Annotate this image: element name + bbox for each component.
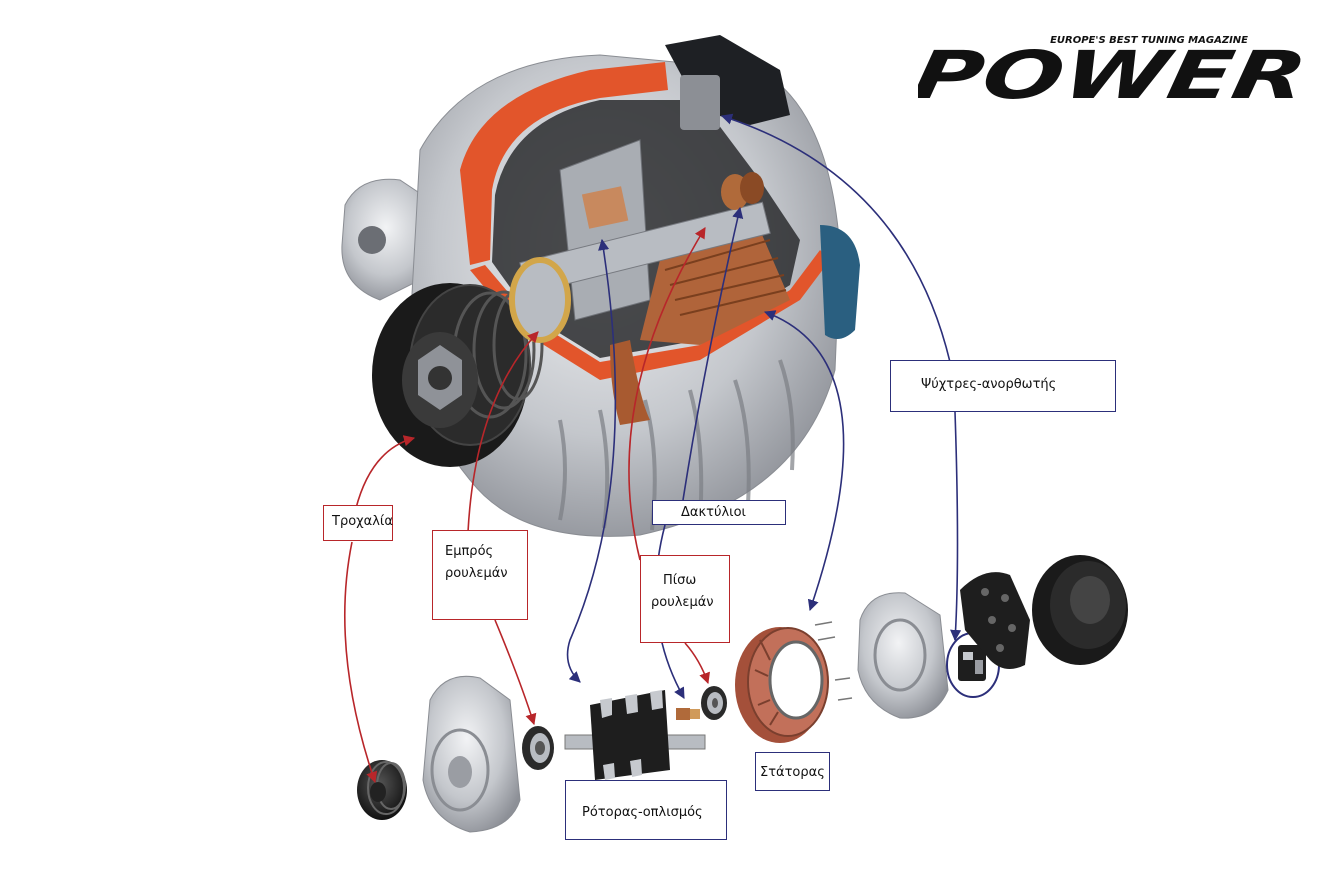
logo-tagline: EUROPE'S BEST TUNING MAGAZINE	[1050, 35, 1248, 46]
slip-rings	[721, 172, 764, 210]
power-magazine-logo: EUROPE'S BEST TUNING MAGAZINE POWER	[918, 35, 1313, 110]
label-rings: Δακτύλιοι	[652, 500, 786, 525]
brush-holder	[559, 139, 651, 321]
exploded-components	[357, 555, 1128, 833]
rectifier-arrow-up	[720, 113, 951, 363]
rear-bearing-arrow-down	[684, 642, 710, 685]
pulley	[372, 283, 544, 467]
rear-cap	[820, 225, 860, 339]
alternator-cutaway	[341, 35, 860, 537]
exploded-front-housing	[422, 675, 521, 833]
rotor-arrow	[566, 238, 617, 683]
pulley-arrow-up	[354, 435, 416, 513]
label-rectifier: Ψύχτρες-ανορθωτής	[890, 360, 1116, 412]
label-rear-bearing: Πίσω ρουλεμάν	[640, 555, 730, 643]
label-front-bearing: Εμπρός ρουλεμάν	[432, 530, 528, 620]
label-stator: Στάτορας	[755, 752, 830, 791]
copper-windings	[610, 230, 790, 425]
exploded-rear-bearing	[701, 686, 727, 720]
rings-arrow-up	[682, 206, 744, 501]
exploded-rectifier	[960, 572, 1030, 669]
exploded-pulley	[357, 760, 407, 820]
exploded-front-bearing	[522, 726, 554, 770]
logo-wordmark: POWER	[918, 36, 1313, 110]
rear-bearing-arrow-up	[628, 227, 706, 561]
stator-arrow	[763, 310, 845, 612]
exploded-rear-cap	[1032, 555, 1128, 665]
exploded-stator	[735, 621, 853, 743]
front-bearing-arrow-up	[467, 331, 539, 533]
exploded-rotor	[564, 690, 706, 780]
pulley-arrow-down	[343, 541, 378, 784]
front-bearing-arrow-down	[494, 619, 537, 726]
rectifier-arrow-down	[950, 411, 962, 642]
label-pulley: Τροχαλία	[323, 505, 393, 541]
cutaway-section	[460, 62, 668, 265]
label-rotor: Ρότορας-οπλισμός	[565, 780, 727, 840]
front-bearing-cutaway	[509, 257, 571, 343]
exploded-rear-housing	[857, 592, 949, 719]
